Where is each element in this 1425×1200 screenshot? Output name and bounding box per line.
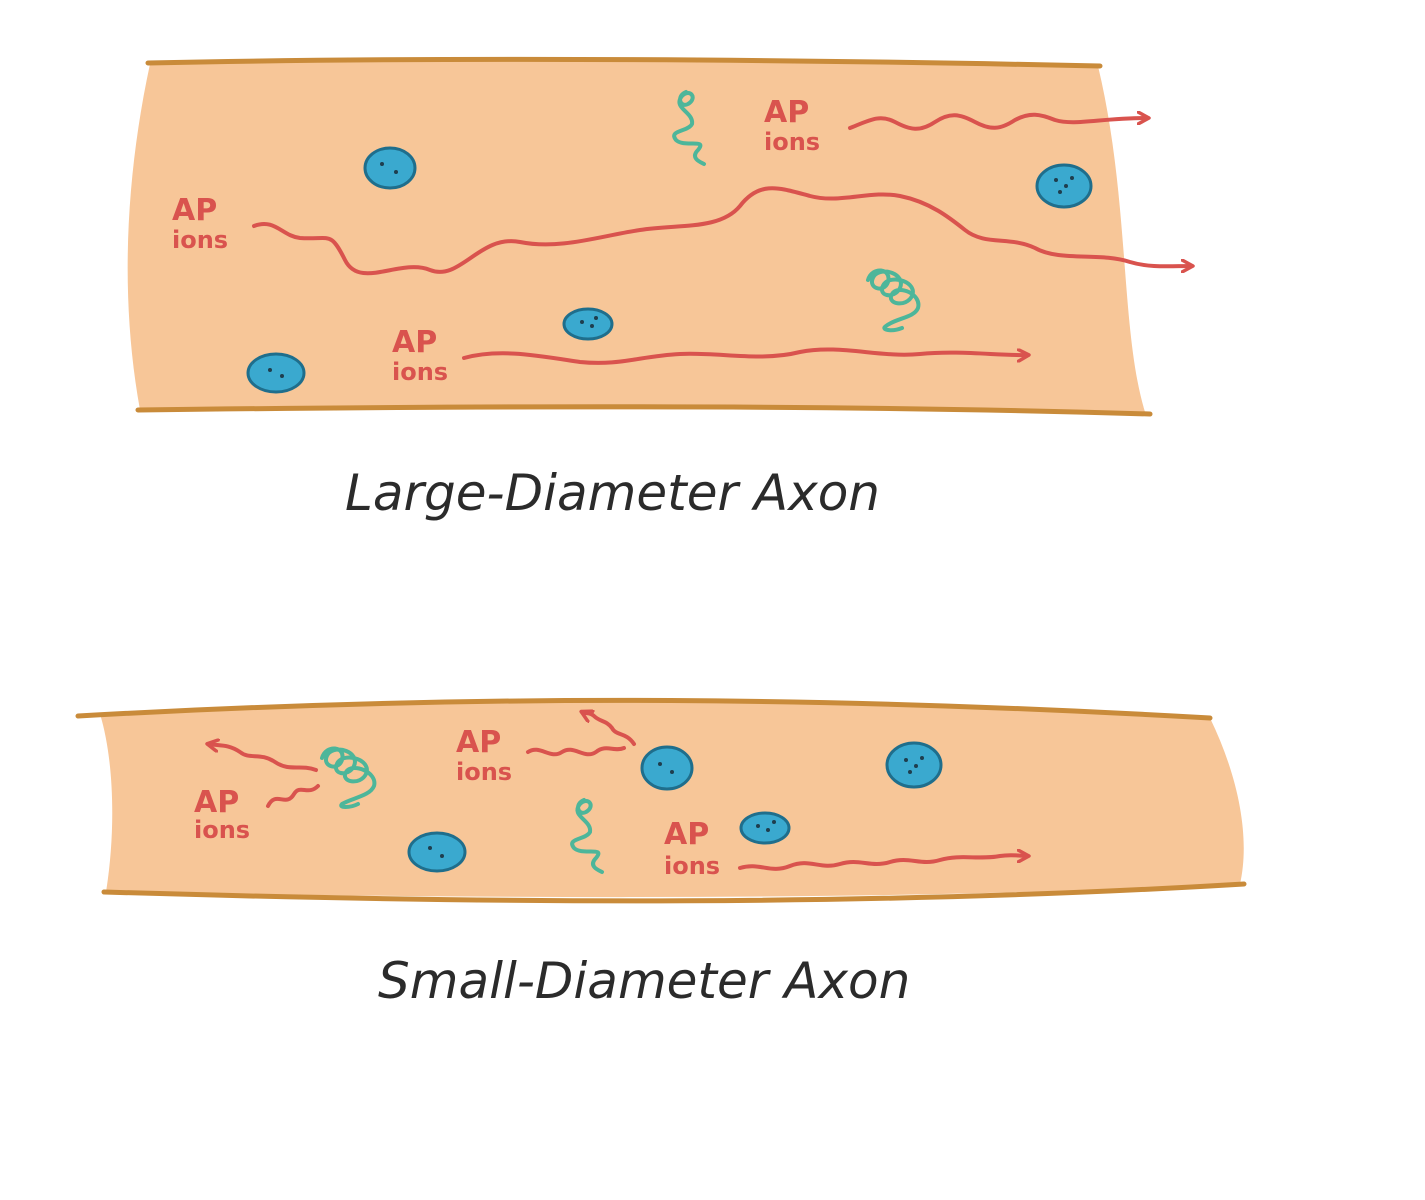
organelle-icon bbox=[1035, 163, 1093, 209]
ap-label: AP bbox=[392, 325, 437, 360]
small-axon-top-membrane bbox=[75, 697, 1213, 721]
organelle-icon bbox=[885, 741, 943, 789]
large-axon-bottom-membrane bbox=[135, 404, 1153, 417]
red-wavy-segment bbox=[266, 784, 320, 808]
coil-icon bbox=[570, 798, 604, 874]
ap-label: AP bbox=[172, 193, 217, 228]
ions-label: ions bbox=[664, 852, 720, 880]
coil-icon bbox=[672, 90, 706, 166]
ions-label: ions bbox=[392, 358, 448, 386]
small-axon-caption: Small-Diameter Axon bbox=[378, 952, 910, 1010]
red-wavy-arrow-icon bbox=[848, 115, 1148, 131]
ions-label: ions bbox=[194, 816, 250, 844]
small-axon-body bbox=[100, 701, 1244, 898]
ap-label: AP bbox=[194, 785, 239, 820]
small-axon: AP ions AP ions AP ions Small-Diameter A… bbox=[75, 697, 1247, 1010]
red-wavy-arrow-icon bbox=[252, 186, 1192, 276]
ap-label: AP bbox=[456, 725, 501, 760]
organelle-icon bbox=[246, 352, 306, 394]
organelle-icon bbox=[407, 831, 467, 873]
red-wavy-arrow-icon bbox=[462, 347, 1028, 365]
ap-label: AP bbox=[664, 817, 709, 852]
coil-icon bbox=[320, 746, 377, 809]
small-axon-bottom-membrane bbox=[101, 881, 1247, 904]
red-wavy-segment bbox=[526, 746, 626, 757]
ions-label: ions bbox=[764, 128, 820, 156]
red-wavy-arrow-icon bbox=[208, 744, 318, 772]
large-axon-caption: Large-Diameter Axon bbox=[345, 464, 880, 522]
ions-label: ions bbox=[172, 226, 228, 254]
large-axon: AP ions AP ions AP ions Large-Diameter A… bbox=[127, 56, 1192, 522]
ap-label: AP bbox=[764, 95, 809, 130]
coil-icon bbox=[866, 268, 921, 333]
large-axon-top-membrane bbox=[145, 56, 1103, 69]
organelle-icon bbox=[640, 745, 694, 791]
red-wavy-arrow-icon bbox=[582, 712, 636, 746]
organelle-icon bbox=[562, 307, 614, 341]
organelle-icon bbox=[363, 146, 417, 190]
red-wavy-arrow-icon bbox=[738, 855, 1028, 871]
ions-label: ions bbox=[456, 758, 512, 786]
organelle-icon bbox=[739, 811, 791, 845]
